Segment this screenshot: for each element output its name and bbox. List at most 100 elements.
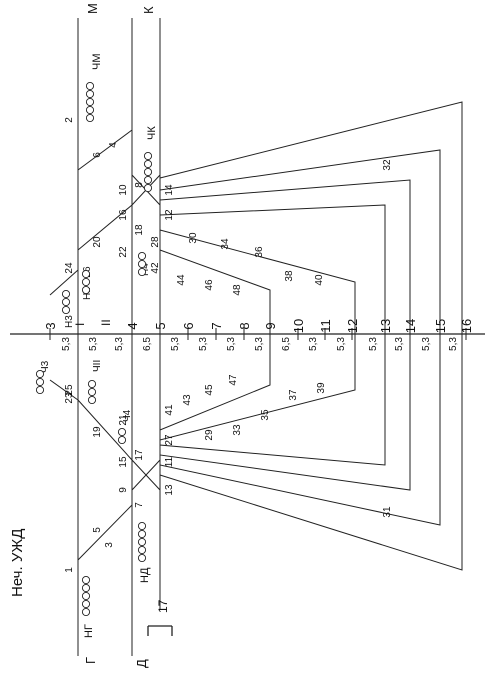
signal-lamp	[137, 529, 147, 539]
signal-lamp	[81, 269, 91, 279]
switch-number: 5	[92, 527, 103, 533]
switch-number: 31	[382, 506, 393, 518]
signal-lamp	[87, 387, 97, 397]
signal-lamp	[143, 151, 153, 161]
switch-number: 30	[188, 232, 199, 244]
switch-number: 15	[118, 456, 129, 468]
signal-ng-lamps	[81, 575, 91, 617]
crossover-6	[77, 129, 133, 171]
slope-label: 5,3	[336, 337, 347, 351]
switch-number: 4	[108, 142, 119, 148]
signal-lamp	[137, 251, 147, 261]
yard-fan	[159, 101, 463, 571]
signal-lamp	[61, 305, 71, 315]
switch-number: 43	[182, 394, 193, 406]
title-label: Неч. УЖД	[9, 529, 26, 597]
crossover-19	[77, 399, 133, 461]
track-number-16: 16	[459, 319, 474, 333]
switch-number: 24	[64, 262, 75, 274]
slope-label: 5,3	[308, 337, 319, 351]
signal-n3-label: Н3	[64, 315, 75, 328]
signal-lamp	[35, 377, 45, 387]
switch-number: 32	[382, 159, 393, 171]
slope-label: 5,3	[88, 337, 99, 351]
switch-number: 12	[164, 209, 175, 221]
signal-lamp	[85, 97, 95, 107]
signal-lamp	[81, 591, 91, 601]
signal-lamp	[81, 583, 91, 593]
track-number-4: 4	[125, 322, 140, 329]
signal-lamp	[87, 379, 97, 389]
switch-number: 1	[64, 567, 75, 573]
switch-number: 41	[164, 404, 175, 416]
signal-lamp	[81, 599, 91, 609]
signal-lamp	[81, 277, 91, 287]
switch-number: 3	[104, 542, 115, 548]
signal-n4-lamps	[137, 251, 147, 277]
switch-number: 9	[118, 487, 129, 493]
switch-number: 10	[118, 184, 129, 196]
switch-number: 27	[164, 434, 175, 446]
signal-lamp	[85, 89, 95, 99]
signal-lamp	[81, 607, 91, 617]
signal-lamp	[143, 159, 153, 169]
signal-lamp	[117, 427, 127, 437]
track-number-3: 3	[43, 322, 58, 329]
signal-lamp	[85, 105, 95, 115]
fan-ring-6	[159, 101, 463, 571]
signal-lamp	[143, 183, 153, 193]
slope-label: 5,3	[226, 337, 237, 351]
signal-lamp	[61, 297, 71, 307]
crossover-3-7	[77, 504, 133, 561]
signal-lamp	[85, 81, 95, 91]
switch-number: 40	[314, 274, 325, 286]
axis-ticks	[49, 328, 467, 340]
signal-lamp	[117, 435, 127, 445]
fan-ring-2	[159, 229, 356, 441]
slope-label: 6,5	[281, 337, 292, 351]
switch-number: 29	[204, 429, 215, 441]
signal-nd-label: НД	[139, 567, 151, 583]
signal-ch4-lamps	[117, 427, 127, 445]
crossover-23	[49, 379, 79, 401]
switch-number: 22	[118, 246, 129, 258]
track-number-7: 7	[209, 322, 224, 329]
switch-number: 42	[150, 262, 161, 274]
switch-number: 35	[260, 409, 271, 421]
switch-number: 33	[232, 424, 243, 436]
signal-lamp	[87, 395, 97, 405]
switch-number: 44	[176, 274, 187, 286]
signal-chk-lamps	[143, 151, 153, 193]
signal-ch3-lamps	[35, 369, 45, 395]
switch-number: 11	[164, 456, 175, 467]
signal-chii-lamps	[87, 379, 97, 405]
switch-number: 25	[64, 384, 75, 396]
signal-chk-label: ЧК	[146, 126, 158, 140]
switch-number: 20	[92, 236, 103, 248]
slope-label: 5,3	[448, 337, 459, 351]
track-number-13: 13	[378, 319, 393, 333]
switch-number: 37	[288, 389, 299, 401]
track-number-8: 8	[237, 322, 252, 329]
switch-number: 17	[134, 449, 145, 461]
switch-number: 48	[232, 284, 243, 296]
track-d-label: Д	[134, 659, 149, 668]
slope-label: 5,3	[394, 337, 405, 351]
signal-lamp	[137, 545, 147, 555]
slope-label: 5,3	[114, 337, 125, 351]
track-number-11: 11	[318, 319, 333, 333]
track-number-10: 10	[291, 319, 306, 333]
slope-label: 5,3	[368, 337, 379, 351]
track-number-15: 15	[433, 319, 448, 333]
signal-chm-label: ЧМ	[91, 54, 103, 71]
track-ii-label: II	[99, 319, 113, 326]
switch-number: 14	[164, 184, 175, 196]
track-number-12: 12	[345, 319, 360, 333]
signal-lamp	[85, 113, 95, 123]
switch-number: 13	[164, 484, 175, 496]
switch-number: 46	[204, 279, 215, 291]
